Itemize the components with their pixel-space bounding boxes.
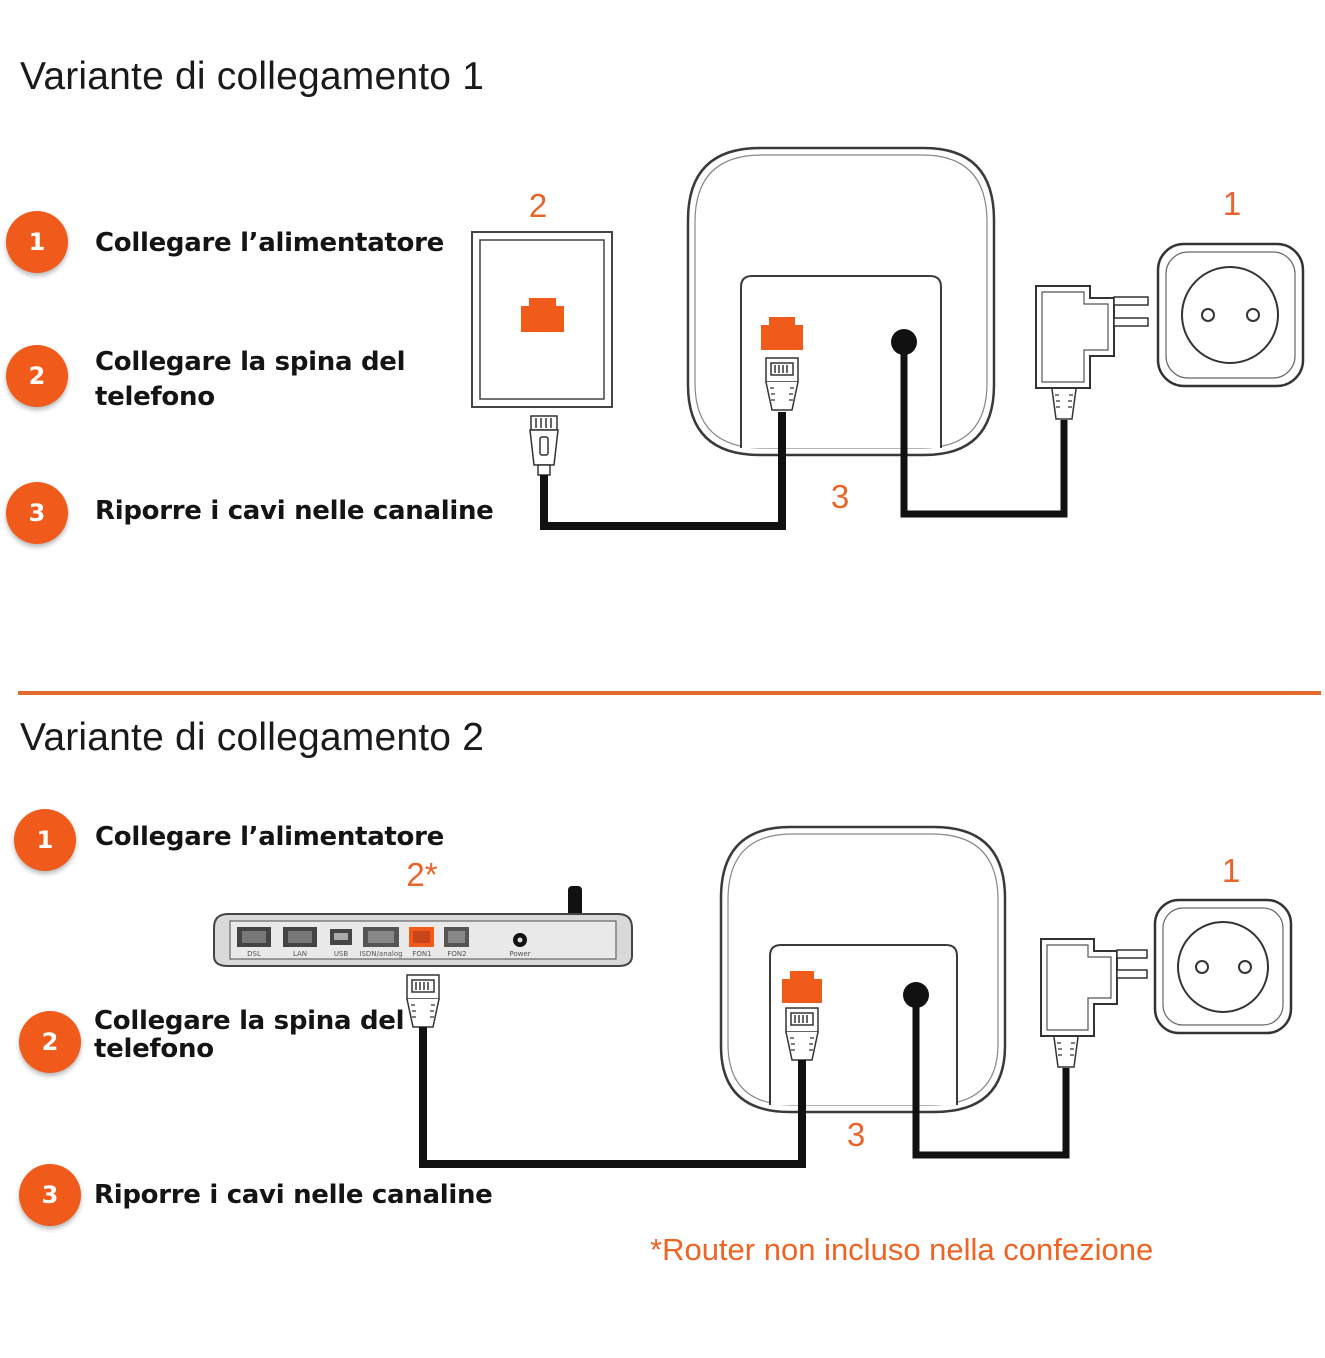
step2-3-badge: 3 bbox=[19, 1164, 81, 1226]
step2-2-label: Collegare la spina del telefono bbox=[94, 1006, 405, 1064]
step-2-text-line1: Collegare la spina del bbox=[95, 347, 406, 377]
footnote: *Router non incluso nella confezione bbox=[650, 1232, 1154, 1267]
label-socket: 1 bbox=[1223, 185, 1241, 222]
cables-section1 bbox=[540, 342, 1068, 530]
cables-section2 bbox=[419, 995, 1070, 1168]
step2-2-text-line2: telefono bbox=[94, 1034, 214, 1064]
power-adapter-2 bbox=[1040, 938, 1148, 1037]
step-1-badge: 1 bbox=[6, 211, 68, 273]
port-label-usb: USB bbox=[334, 950, 349, 958]
port-label-fon2: FON2 bbox=[447, 950, 466, 958]
step-3-text: Riporre i cavi nelle canaline bbox=[95, 496, 494, 526]
wall-jack-plug bbox=[529, 415, 559, 476]
port-label-power: Power bbox=[509, 950, 530, 958]
step2-1-text: Collegare l’alimentatore bbox=[95, 822, 444, 852]
label-router: 2* bbox=[406, 856, 437, 893]
section1-title: Variante di collegamento 1 bbox=[20, 55, 485, 98]
router: DSL LAN USB ISDN/analog FON1 FON2 Power bbox=[213, 886, 633, 967]
step2-3-text: Riporre i cavi nelle canaline bbox=[94, 1180, 493, 1210]
step-2-label: Collegare la spina del telefono bbox=[95, 345, 406, 415]
wall-socket-2 bbox=[1153, 898, 1293, 1035]
power-adapter bbox=[1035, 285, 1149, 389]
section-divider bbox=[18, 691, 1321, 695]
step-3-badge: 3 bbox=[6, 482, 68, 544]
step2-1-badge: 1 bbox=[14, 809, 76, 871]
label-cables: 3 bbox=[831, 478, 849, 515]
base-station bbox=[686, 146, 996, 457]
base-station-2 bbox=[719, 825, 1007, 1114]
step2-2-badge: 2 bbox=[19, 1011, 81, 1073]
label-socket-2: 1 bbox=[1222, 852, 1240, 889]
label-wall-jack: 2 bbox=[529, 187, 547, 224]
step-2-badge: 2 bbox=[6, 345, 68, 407]
step-2-text-line2: telefono bbox=[95, 382, 215, 412]
step-3-label: Riporre i cavi nelle canaline bbox=[95, 494, 494, 529]
wall-phone-jack bbox=[471, 231, 613, 408]
port-label-isdn: ISDN/analog bbox=[359, 950, 402, 958]
step-1-text: Collegare l’alimentatore bbox=[95, 228, 444, 258]
step2-1-label: Collegare l’alimentatore bbox=[95, 820, 444, 855]
port-label-lan: LAN bbox=[293, 950, 307, 958]
port-label-fon1: FON1 bbox=[412, 950, 431, 958]
label-cables-2: 3 bbox=[847, 1116, 865, 1153]
step-1-label: Collegare l’alimentatore bbox=[95, 226, 444, 261]
section2-title: Variante di collegamento 2 bbox=[20, 716, 485, 759]
step2-2-text-line1: Collegare la spina del bbox=[94, 1006, 405, 1036]
wall-socket bbox=[1156, 242, 1305, 388]
step2-3-label: Riporre i cavi nelle canaline bbox=[94, 1178, 493, 1213]
port-label-dsl: DSL bbox=[247, 950, 261, 958]
